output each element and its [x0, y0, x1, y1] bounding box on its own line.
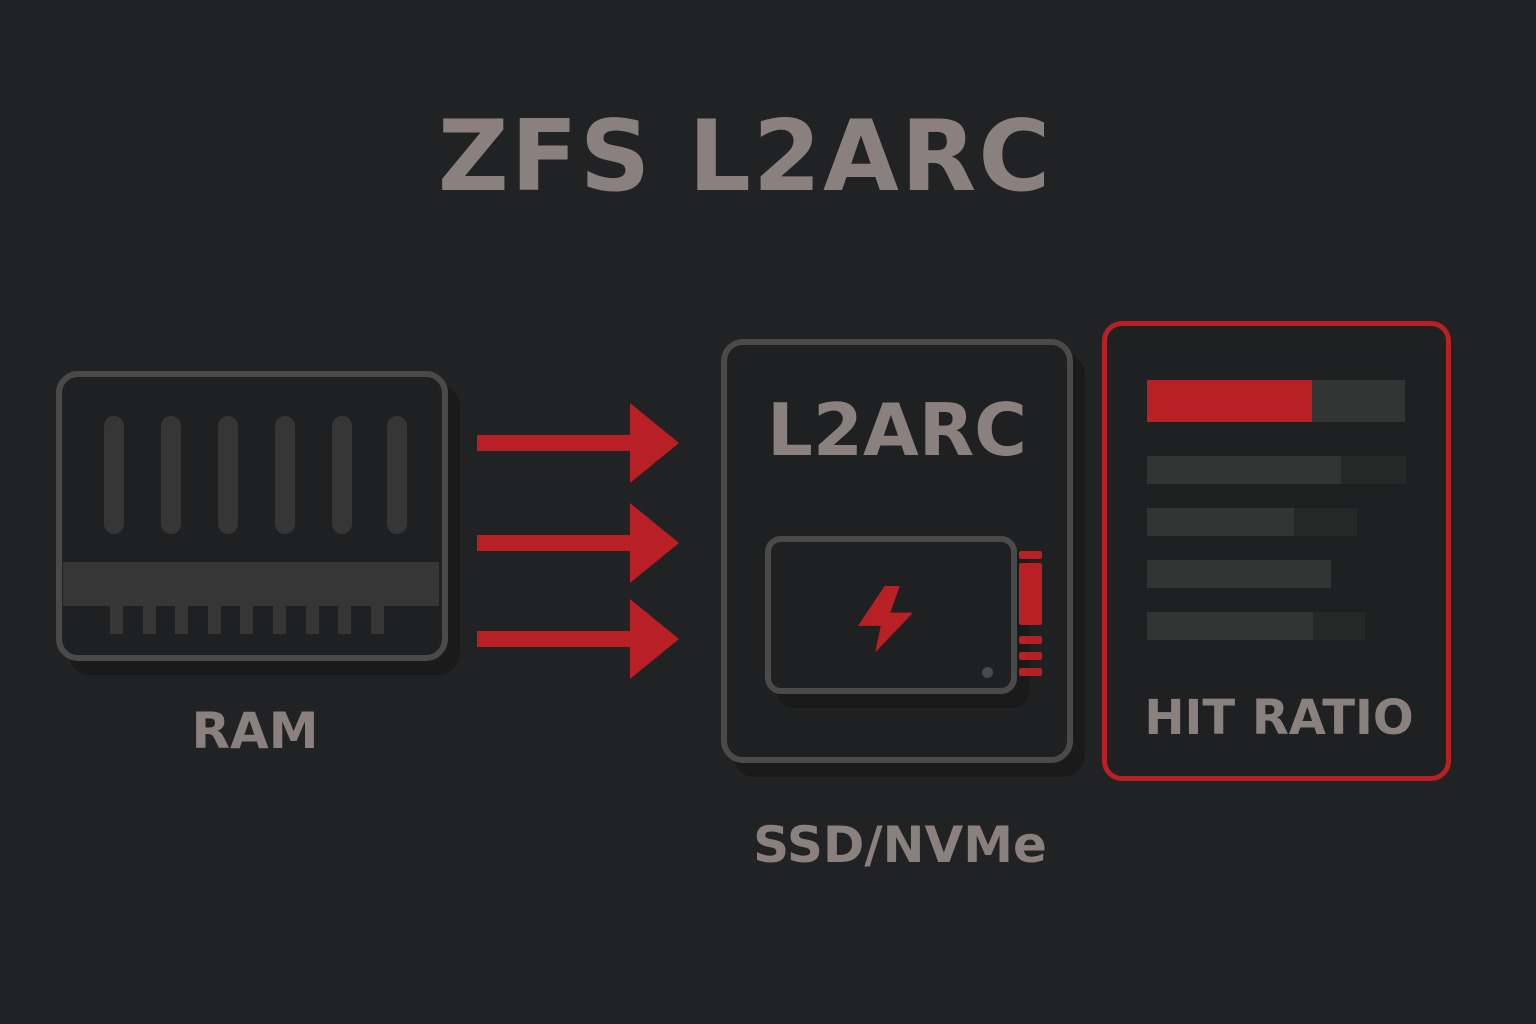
- ssd-drive: [765, 536, 1017, 694]
- stat-bar-fill: [1147, 560, 1331, 588]
- stat-bar: [1147, 508, 1357, 536]
- hit-ratio-bar-fill: [1147, 380, 1313, 422]
- stat-bar-fill: [1147, 508, 1294, 536]
- stat-bar: [1147, 560, 1331, 588]
- hit-ratio-bar: [1147, 380, 1405, 422]
- stat-bar-fill: [1147, 612, 1313, 640]
- hit-ratio-label: HIT RATIO: [1144, 690, 1414, 746]
- lightning-icon: [858, 586, 914, 653]
- diagram-title: ZFS L2ARC: [437, 100, 1053, 214]
- stat-bar: [1147, 456, 1406, 484]
- stat-bar-fill: [1147, 456, 1342, 484]
- ssd-nvme-label: SSD/NVMe: [753, 816, 1047, 874]
- ram-band: [63, 562, 439, 606]
- arrow-right-icon: [477, 403, 679, 483]
- ram-label: RAM: [191, 702, 319, 760]
- stat-bar: [1147, 612, 1365, 640]
- ssd-status-dot: [982, 667, 993, 678]
- arrow-right-icon: [477, 599, 679, 679]
- arrow-right-icon: [477, 503, 679, 583]
- l2arc-label: L2ARC: [767, 388, 1027, 472]
